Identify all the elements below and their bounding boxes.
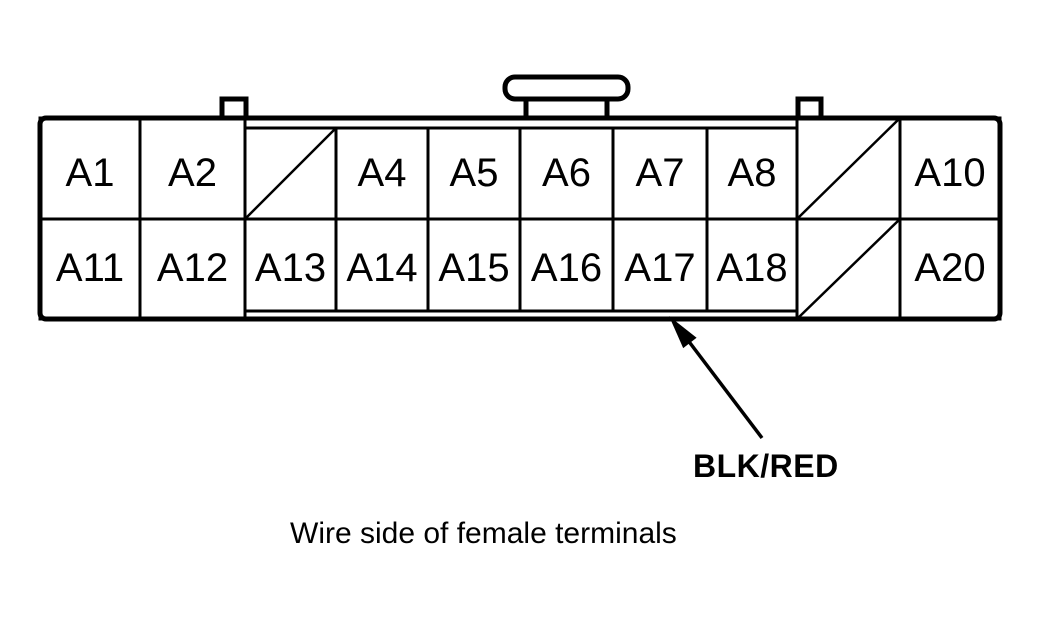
slash-line [796, 218, 901, 320]
connector-body-outline [37, 115, 1003, 322]
wire-arrow-head-icon [669, 316, 697, 349]
pin-label-a6: A6 [542, 151, 591, 195]
pin-label-a10: A10 [914, 151, 985, 195]
pin-label-a16: A16 [531, 246, 602, 290]
pin-label-a15: A15 [438, 246, 509, 290]
pin-label-a2: A2 [168, 151, 217, 195]
pin-label-a4: A4 [358, 151, 407, 195]
pin-label-a1: A1 [66, 151, 115, 195]
slash-line [796, 117, 901, 220]
latch-bar [502, 74, 631, 102]
pin-label-a17: A17 [624, 246, 695, 290]
pin-label-a20: A20 [914, 246, 985, 290]
caption: Wire side of female terminals [290, 517, 677, 550]
wire-arrow [669, 316, 764, 440]
latch-tab [502, 74, 631, 119]
pin-label-a13: A13 [255, 246, 326, 290]
pin-label-a5: A5 [450, 151, 499, 195]
pin-label-a7: A7 [636, 151, 685, 195]
pin-label-a12: A12 [157, 246, 228, 290]
pin-label-a14: A14 [346, 246, 417, 290]
slash-line [244, 127, 337, 220]
pin-label-a11: A11 [56, 246, 124, 290]
mounting-tab-left [219, 96, 249, 121]
pin-label-a18: A18 [716, 246, 787, 290]
mounting-tab-right [795, 96, 824, 121]
wire-color-label: BLK/RED [693, 448, 839, 484]
wire-arrow-shaft [685, 337, 764, 440]
pin-labels: A1 A2 A4 A5 A6 A7 A8 A10 A11 A12 A13 A14… [56, 151, 986, 290]
pin-label-a8: A8 [728, 151, 777, 195]
